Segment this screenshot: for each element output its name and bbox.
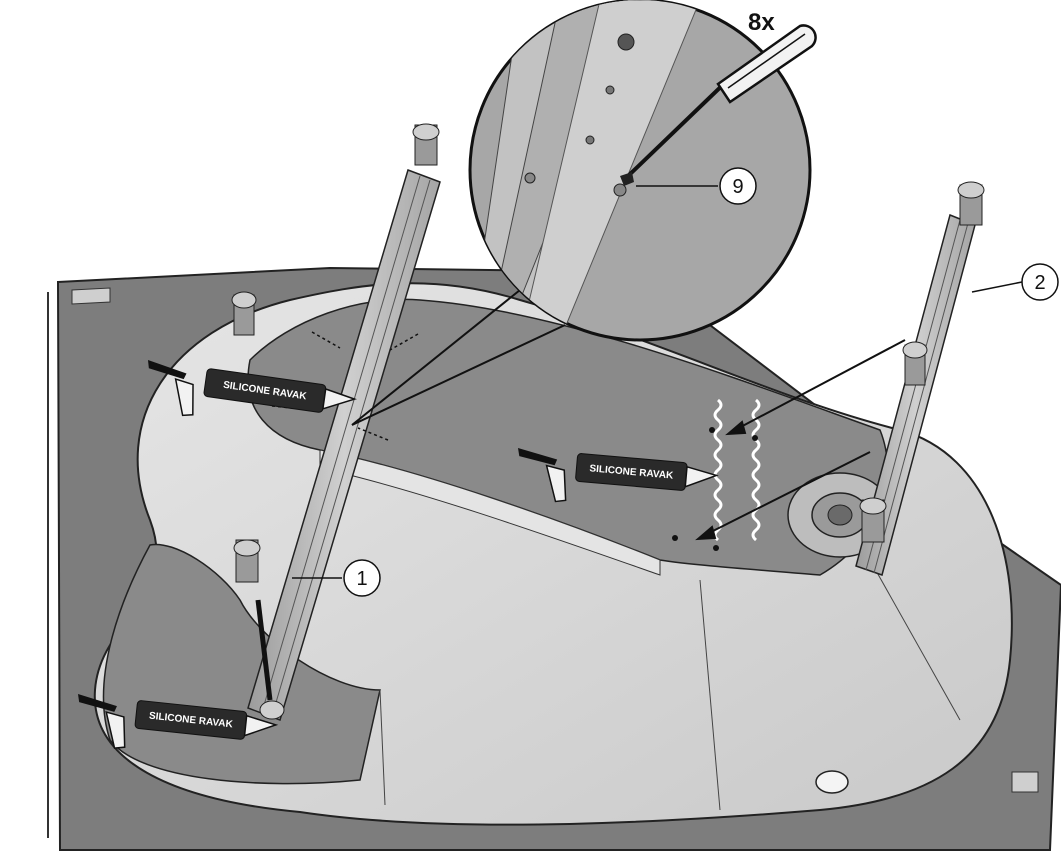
rail-1-bolt-top [412, 123, 440, 166]
callout-2: 2 [971, 263, 1059, 301]
rail-2-bolt-mid [902, 341, 928, 386]
magnifier-detail [468, 0, 817, 342]
screwdriver-icon [620, 24, 817, 186]
multiplier-label: 8x [748, 9, 775, 36]
support-rail-2 [855, 181, 985, 576]
silicone-gun-1: SILICONE RAVAK [148, 360, 357, 417]
rail-2-bolt-bottom [859, 497, 887, 543]
callout-9: 9 [636, 167, 757, 205]
silicone-gun-2: SILICONE RAVAK [518, 448, 719, 503]
support-rail-1 [231, 123, 441, 721]
silicone-beads [672, 398, 761, 551]
rail-1-bolt-bottom [233, 539, 261, 583]
silicone-gun-3: SILICONE RAVAK [78, 694, 279, 749]
callout-1-text: 1 [356, 568, 367, 590]
rail-2-bolt-top [957, 181, 985, 226]
placement-arrows [695, 339, 906, 541]
callout-1: 1 [292, 559, 381, 597]
callout-2-text: 2 [1034, 272, 1045, 294]
rail-1-bolt-mid [231, 291, 257, 336]
callout-9-text: 9 [732, 176, 743, 198]
magnifier-leaders [351, 289, 566, 426]
